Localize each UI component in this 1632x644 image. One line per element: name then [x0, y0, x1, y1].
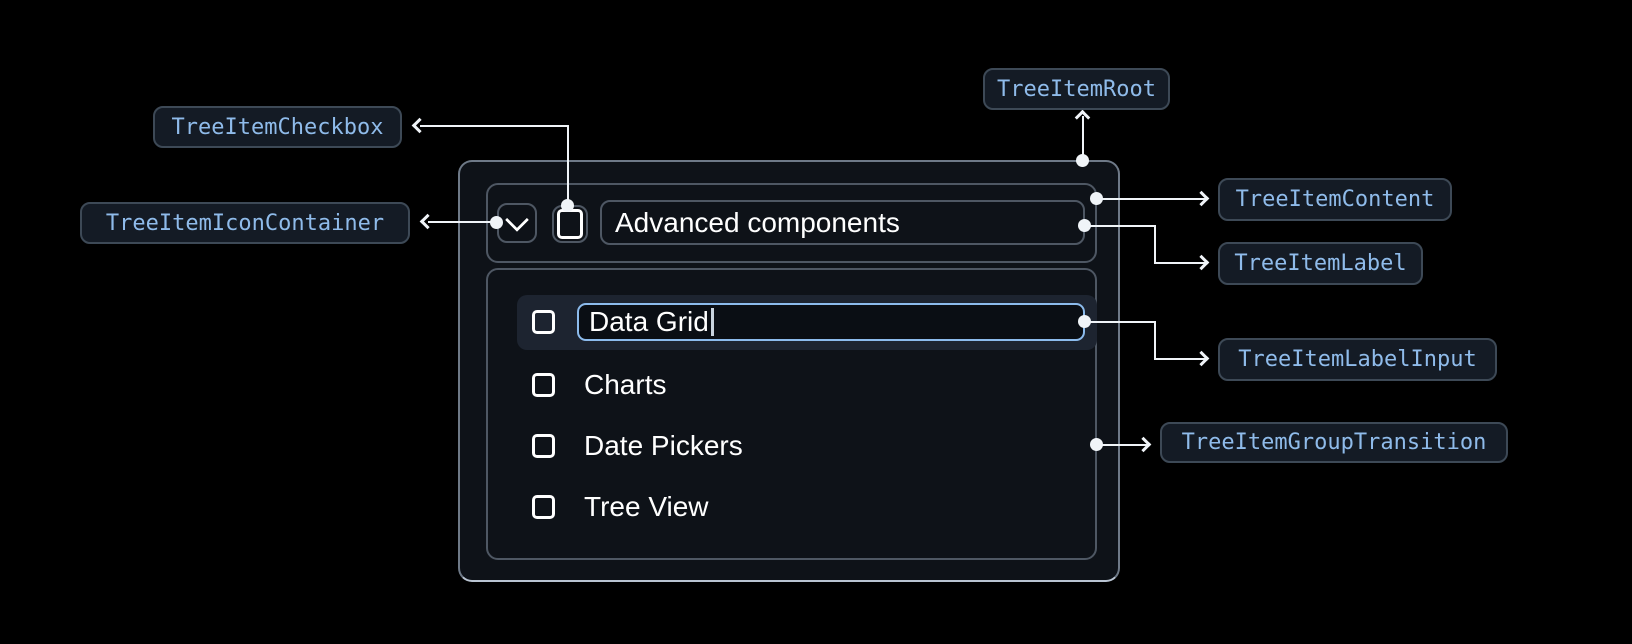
checkbox-outline-icon	[557, 209, 583, 239]
connector-line-label-2	[1154, 262, 1206, 264]
annotation-chip-tree-item-group-transition: TreeItemGroupTransition	[1160, 422, 1508, 463]
connector-dot-root	[1076, 154, 1089, 167]
arrowhead-up-icon	[1074, 109, 1091, 126]
connector-dot-group-transition	[1090, 438, 1103, 451]
tree-item-icon-container[interactable]	[497, 203, 537, 243]
connector-line-label-input-2	[1154, 358, 1206, 360]
arrowhead-right-icon	[1135, 436, 1152, 453]
connector-line-label-1	[1085, 225, 1156, 227]
arrowhead-right-icon	[1193, 190, 1210, 207]
connector-line-checkbox-h	[420, 125, 568, 127]
tree-row-date-pickers[interactable]: Date Pickers	[584, 430, 743, 461]
connector-line-label-input-1	[1085, 321, 1156, 323]
annotation-chip-tree-item-root: TreeItemRoot	[983, 68, 1170, 110]
tree-item-content[interactable]	[486, 183, 1097, 263]
annotation-chip-tree-item-label: TreeItemLabel	[1218, 242, 1423, 285]
arrowhead-right-icon	[1193, 254, 1210, 271]
annotation-chip-tree-item-content: TreeItemContent	[1218, 178, 1452, 221]
checkbox-icon-date-pickers[interactable]	[532, 434, 555, 458]
label-input-value: Data Grid	[589, 306, 709, 337]
tree-item-root	[458, 160, 1120, 582]
annotation-chip-tree-item-icon-container: TreeItemIconContainer	[80, 202, 410, 244]
connector-line-root	[1082, 116, 1084, 161]
connector-dot-icon-container	[490, 216, 503, 229]
parent-item-label: Advanced components	[615, 206, 900, 238]
connector-line-content	[1096, 198, 1206, 200]
arrowhead-right-icon	[1193, 350, 1210, 367]
chevron-down-icon	[504, 207, 530, 232]
arrowhead-left-icon	[411, 117, 428, 134]
connector-dot-content	[1090, 192, 1103, 205]
connector-line-label-input-v	[1154, 321, 1156, 360]
connector-dot-label-input	[1078, 315, 1091, 328]
connector-line-checkbox-v	[567, 125, 569, 206]
connector-line-group-transition	[1096, 444, 1148, 446]
connector-line-label-v	[1154, 225, 1156, 264]
annotation-chip-tree-item-checkbox: TreeItemCheckbox	[153, 106, 402, 148]
checkbox-icon-data-grid[interactable]	[532, 310, 555, 334]
connector-dot-label	[1078, 219, 1091, 232]
text-caret	[710, 308, 714, 336]
checkbox-icon-tree-view[interactable]	[532, 495, 555, 519]
connector-line-icon-container	[428, 221, 497, 223]
tree-item-group-transition	[486, 268, 1097, 560]
tree-item-label[interactable]: Advanced components	[600, 200, 1085, 245]
tree-item-label-input[interactable]: Data Grid	[577, 303, 1085, 341]
annotation-chip-tree-item-label-input: TreeItemLabelInput	[1218, 338, 1497, 381]
tree-row-tree-view[interactable]: Tree View	[584, 491, 709, 522]
arrowhead-left-icon	[419, 213, 436, 230]
tree-row-charts[interactable]: Charts	[584, 369, 667, 400]
checkbox-icon-charts[interactable]	[532, 373, 555, 397]
connector-dot-checkbox	[561, 199, 574, 212]
